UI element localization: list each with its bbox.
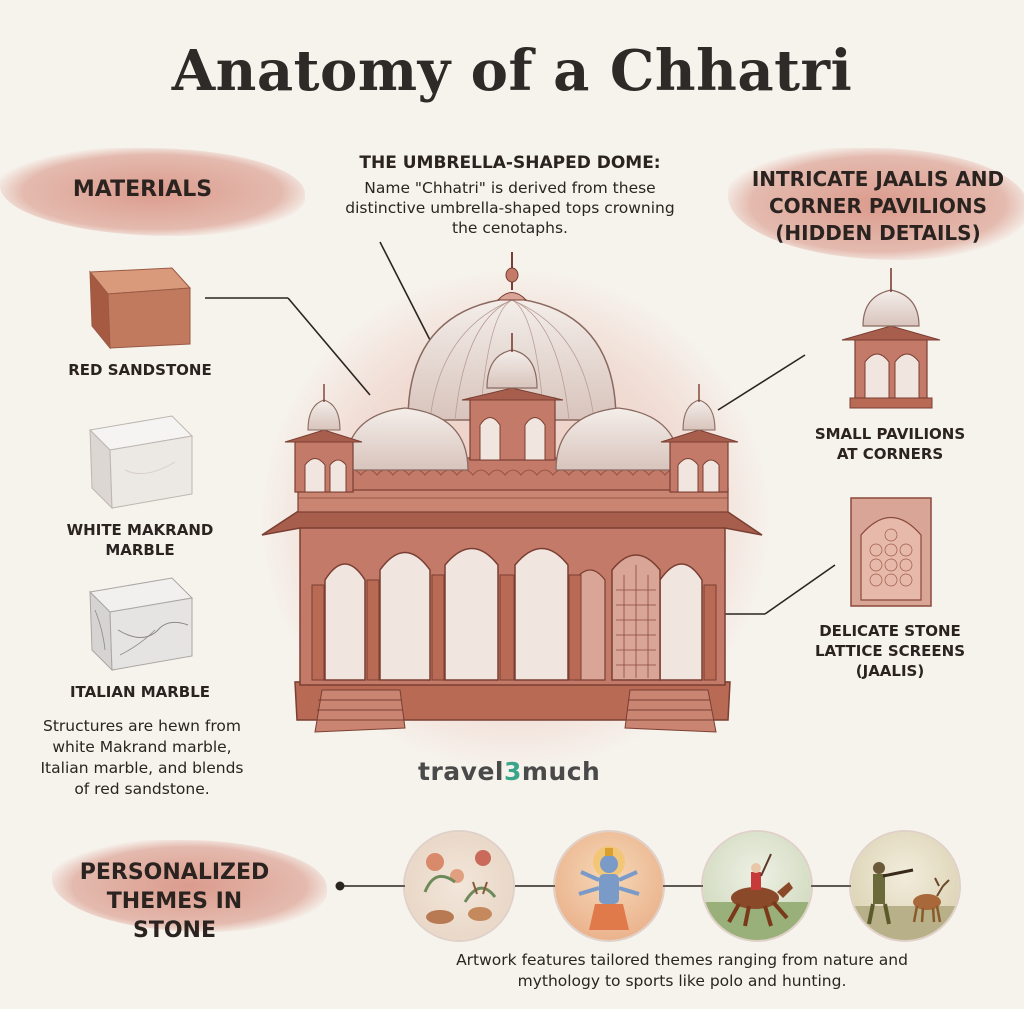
themes-description: Artwork features tailored themes ranging… bbox=[432, 950, 932, 992]
white-marble-label-line: MARBLE bbox=[105, 541, 175, 559]
white-marble-cube-icon bbox=[88, 415, 194, 510]
materials-heading: MATERIALS bbox=[72, 177, 213, 202]
themes-heading-wash bbox=[52, 840, 327, 932]
mythology-art bbox=[578, 846, 640, 930]
small-pavilion-icon bbox=[841, 268, 941, 409]
details-heading-line: (HIDDEN DETAILS) bbox=[775, 221, 981, 245]
details-heading-line: INTRICATE JAALIS AND bbox=[751, 167, 1005, 191]
logo-suffix: much bbox=[521, 757, 601, 786]
page-title: Anatomy of a Chhatri bbox=[171, 38, 853, 104]
nature-art bbox=[423, 850, 497, 924]
dome-description-line: the cenotaphs. bbox=[452, 219, 568, 237]
themes-heading: PERSONALIZED THEMES IN STONE bbox=[62, 858, 287, 945]
hunting-art bbox=[851, 862, 959, 940]
jaalis-label-line: (JAALIS) bbox=[855, 662, 925, 680]
pavilions-label-line: AT CORNERS bbox=[836, 445, 944, 463]
dome-description: Name "Chhatri" is derived from these dis… bbox=[300, 178, 720, 238]
pavilions-label: SMALL PAVILIONS AT CORNERS bbox=[790, 424, 990, 464]
pavilions-label-line: SMALL PAVILIONS bbox=[814, 425, 966, 443]
italian-marble-cube-icon bbox=[88, 577, 194, 672]
materials-description-line: white Makrand marble, bbox=[52, 738, 232, 756]
jaalis-label-line: LATTICE SCREENS bbox=[814, 642, 966, 660]
logo-number: 3 bbox=[503, 757, 522, 786]
materials-description-line: Structures are hewn from bbox=[43, 717, 241, 735]
dome-description-line: Name "Chhatri" is derived from these bbox=[364, 179, 656, 197]
jaalis-label-line: DELICATE STONE bbox=[819, 622, 961, 640]
themes-description-line: mythology to sports like polo and huntin… bbox=[517, 972, 847, 990]
nature-medallion bbox=[405, 832, 513, 940]
white-marble-label-line: WHITE MAKRAND bbox=[66, 521, 214, 539]
dome-heading: THE UMBRELLA-SHAPED DOME: bbox=[359, 153, 661, 173]
travel3much-logo: travel3much bbox=[418, 757, 600, 786]
white-marble-label: WHITE MAKRAND MARBLE bbox=[40, 520, 240, 560]
polo-art bbox=[703, 853, 811, 940]
themes-heading-line: PERSONALIZED bbox=[79, 860, 270, 885]
italian-marble-label: ITALIAN MARBLE bbox=[69, 683, 211, 701]
materials-description-line: of red sandstone. bbox=[74, 780, 210, 798]
jaalis-label: DELICATE STONE LATTICE SCREENS (JAALIS) bbox=[790, 621, 990, 681]
red-sandstone-cube-icon bbox=[88, 267, 192, 350]
dome-description-line: distinctive umbrella-shaped tops crownin… bbox=[345, 199, 675, 217]
red-sandstone-label: RED SANDSTONE bbox=[68, 361, 212, 379]
hunting-medallion bbox=[851, 832, 959, 940]
themes-heading-line: THEMES IN STONE bbox=[106, 889, 243, 943]
mythology-medallion bbox=[555, 832, 663, 940]
logo-prefix: travel bbox=[418, 757, 504, 786]
materials-description: Structures are hewn from white Makrand m… bbox=[22, 716, 262, 800]
details-heading-line: CORNER PAVILIONS bbox=[768, 194, 988, 218]
details-heading: INTRICATE JAALIS AND CORNER PAVILIONS (H… bbox=[742, 166, 1014, 247]
jaali-screen-icon bbox=[850, 497, 932, 607]
materials-heading-wash bbox=[0, 148, 305, 236]
chhatri-illustration bbox=[261, 252, 763, 733]
materials-description-line: Italian marble, and blends bbox=[40, 759, 244, 777]
polo-medallion bbox=[703, 832, 811, 940]
themes-description-line: Artwork features tailored themes ranging… bbox=[456, 951, 908, 969]
